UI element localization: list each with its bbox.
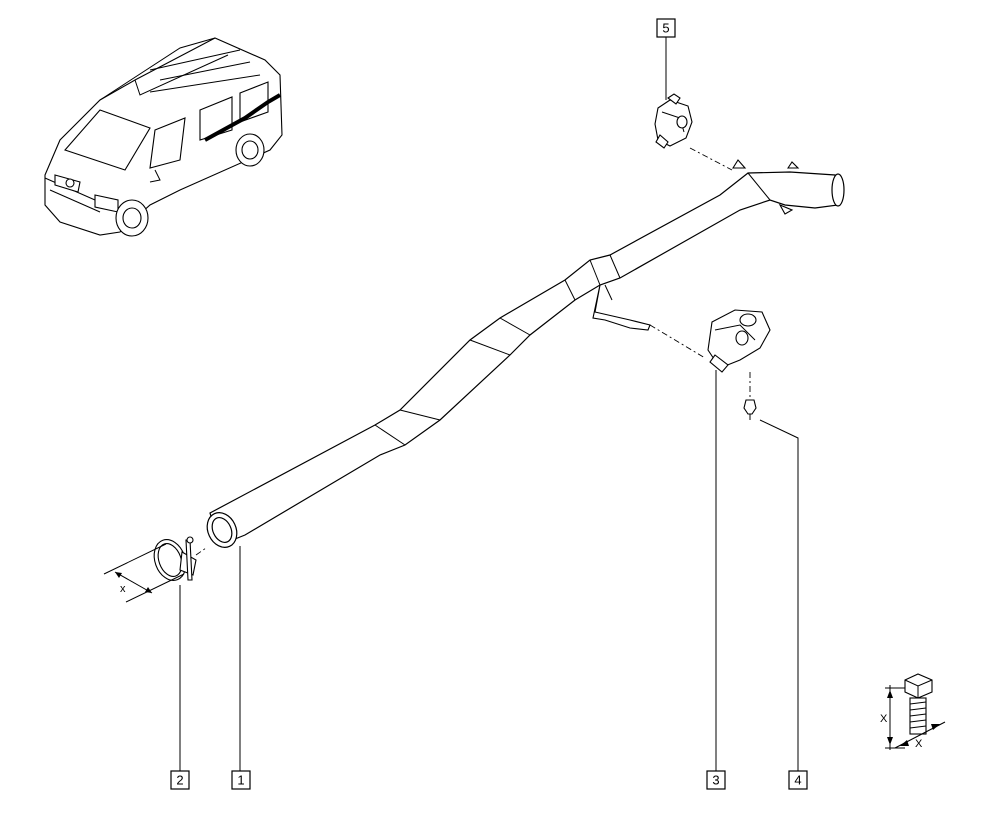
bolt-detail: X X	[880, 673, 946, 750]
callout-2-label: 2	[176, 773, 183, 788]
leader-lines	[179, 35, 799, 780]
clamp-dimension: x	[103, 543, 185, 603]
rubber-mount-upper	[654, 93, 693, 149]
callout-1: 1	[231, 770, 251, 790]
bolt-horizontal-dimension-label: X	[915, 738, 923, 750]
callout-3-label: 3	[712, 773, 719, 788]
callout-5-label: 5	[662, 21, 669, 36]
callout-3: 3	[706, 770, 726, 790]
callout-4: 4	[788, 770, 808, 790]
callout-4-label: 4	[794, 773, 801, 788]
callout-5: 5	[656, 18, 676, 38]
exhaust-clamp	[153, 536, 197, 581]
rubber-mount-lower	[707, 309, 771, 373]
mounting-bolt	[743, 399, 757, 420]
bolt-vertical-dimension-label: X	[880, 713, 888, 725]
clamp-dimension-label: x	[120, 583, 126, 595]
van-illustration	[44, 37, 283, 237]
assembly-lines	[195, 147, 751, 556]
exhaust-pipe	[206, 159, 845, 548]
callout-1-label: 1	[237, 773, 244, 788]
callout-2: 2	[170, 770, 190, 790]
